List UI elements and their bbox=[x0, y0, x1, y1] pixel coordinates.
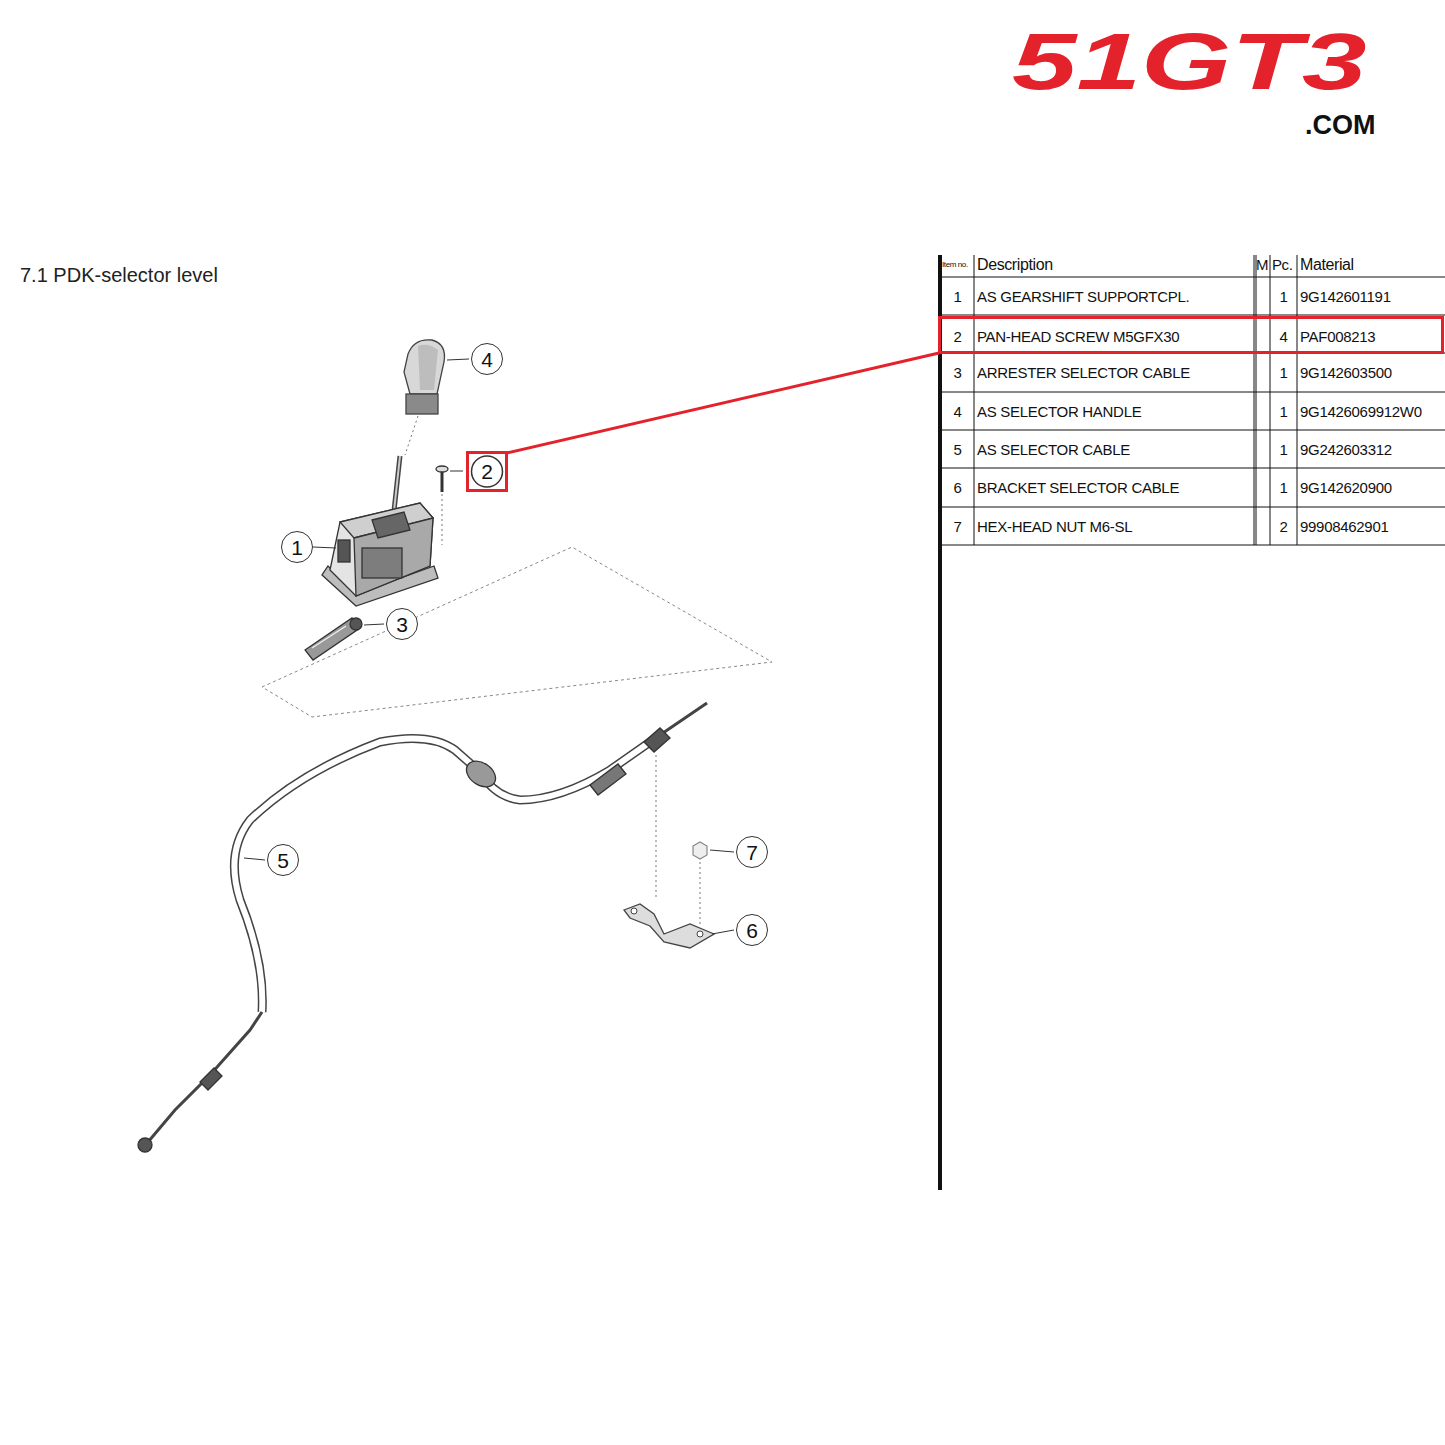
logo-text: 51GT3 bbox=[1012, 22, 1367, 102]
table-cell: 1 bbox=[1270, 479, 1297, 497]
table-cell: 9G242603312 bbox=[1300, 441, 1392, 459]
table-cell: AS SELECTOR HANDLE bbox=[977, 403, 1141, 421]
callout-text: 2 bbox=[481, 461, 493, 482]
arrester bbox=[305, 618, 362, 660]
table-grid bbox=[940, 255, 1445, 1190]
table-cell: 4 bbox=[1270, 328, 1297, 346]
table-cell: BRACKET SELECTOR CABLE bbox=[977, 479, 1179, 497]
table-cell: 5 bbox=[942, 441, 973, 459]
table-header: Material bbox=[1300, 256, 1354, 274]
table-cell: 4 bbox=[942, 403, 973, 421]
table-cell: 6 bbox=[942, 479, 973, 497]
highlighted-callout: 2 bbox=[466, 451, 508, 492]
table-cell: 9G142601191 bbox=[1300, 288, 1391, 306]
table-header: Item no. bbox=[942, 260, 968, 269]
callout-text: 3 bbox=[396, 614, 408, 635]
callout-number: 4 bbox=[471, 343, 503, 375]
table-cell: PAF008213 bbox=[1300, 328, 1375, 346]
screw bbox=[436, 466, 448, 492]
bracket bbox=[624, 904, 714, 948]
table-cell: 9G142620900 bbox=[1300, 479, 1392, 497]
callout-number: 6 bbox=[736, 914, 768, 946]
callout-number: 1 bbox=[281, 531, 313, 563]
table-cell: 1 bbox=[1270, 403, 1297, 421]
callout-text: 1 bbox=[291, 537, 303, 558]
gearshift-support bbox=[322, 503, 438, 606]
table-header: M bbox=[1256, 256, 1268, 273]
callout-text: 6 bbox=[746, 920, 758, 941]
table-cell: 9G1426069912W0 bbox=[1300, 403, 1422, 421]
table-cell: 3 bbox=[942, 364, 973, 382]
page-title: 7.1 PDK-selector level bbox=[20, 264, 218, 287]
table-cell: PAN-HEAD SCREW M5GFX30 bbox=[977, 328, 1179, 346]
leader-lines bbox=[244, 359, 734, 934]
table-header: Description bbox=[977, 256, 1053, 274]
callout-number: 3 bbox=[386, 608, 418, 640]
table-header: Pc. bbox=[1272, 256, 1292, 273]
table-row-highlight: 2PAN-HEAD SCREW M5GFX30 4PAF008213 bbox=[938, 316, 1444, 354]
table-cell: 9G142603500 bbox=[1300, 364, 1392, 382]
callout-number: 7 bbox=[736, 836, 768, 868]
table-cell: AS SELECTOR CABLE bbox=[977, 441, 1130, 459]
table-cell: ARRESTER SELECTOR CABLE bbox=[977, 364, 1190, 382]
table-cell: 1 bbox=[1270, 441, 1297, 459]
callout-text: 5 bbox=[277, 850, 289, 871]
table-cell: 7 bbox=[942, 518, 973, 536]
table-cell: 1 bbox=[1270, 364, 1297, 382]
callout-text: 7 bbox=[746, 842, 758, 863]
table-cell: 2 bbox=[1270, 518, 1297, 536]
hex-nut bbox=[693, 842, 707, 859]
table-cell: HEX-HEAD NUT M6-SL bbox=[977, 518, 1132, 536]
callout-text: 4 bbox=[481, 349, 493, 370]
selector-cable bbox=[148, 703, 707, 1142]
table-cell: 99908462901 bbox=[1300, 518, 1388, 536]
cable-fittings bbox=[138, 728, 670, 1152]
table-cell: 1 bbox=[942, 288, 973, 306]
selector-handle bbox=[404, 340, 445, 414]
table-cell: 2 bbox=[942, 328, 973, 346]
table-cell: AS GEARSHIFT SUPPORTCPL. bbox=[977, 288, 1189, 306]
callout-number: 5 bbox=[267, 844, 299, 876]
table-cell: 1 bbox=[1270, 288, 1297, 306]
logo-suffix: .COM bbox=[1305, 110, 1376, 141]
highlight-connector bbox=[507, 353, 939, 453]
